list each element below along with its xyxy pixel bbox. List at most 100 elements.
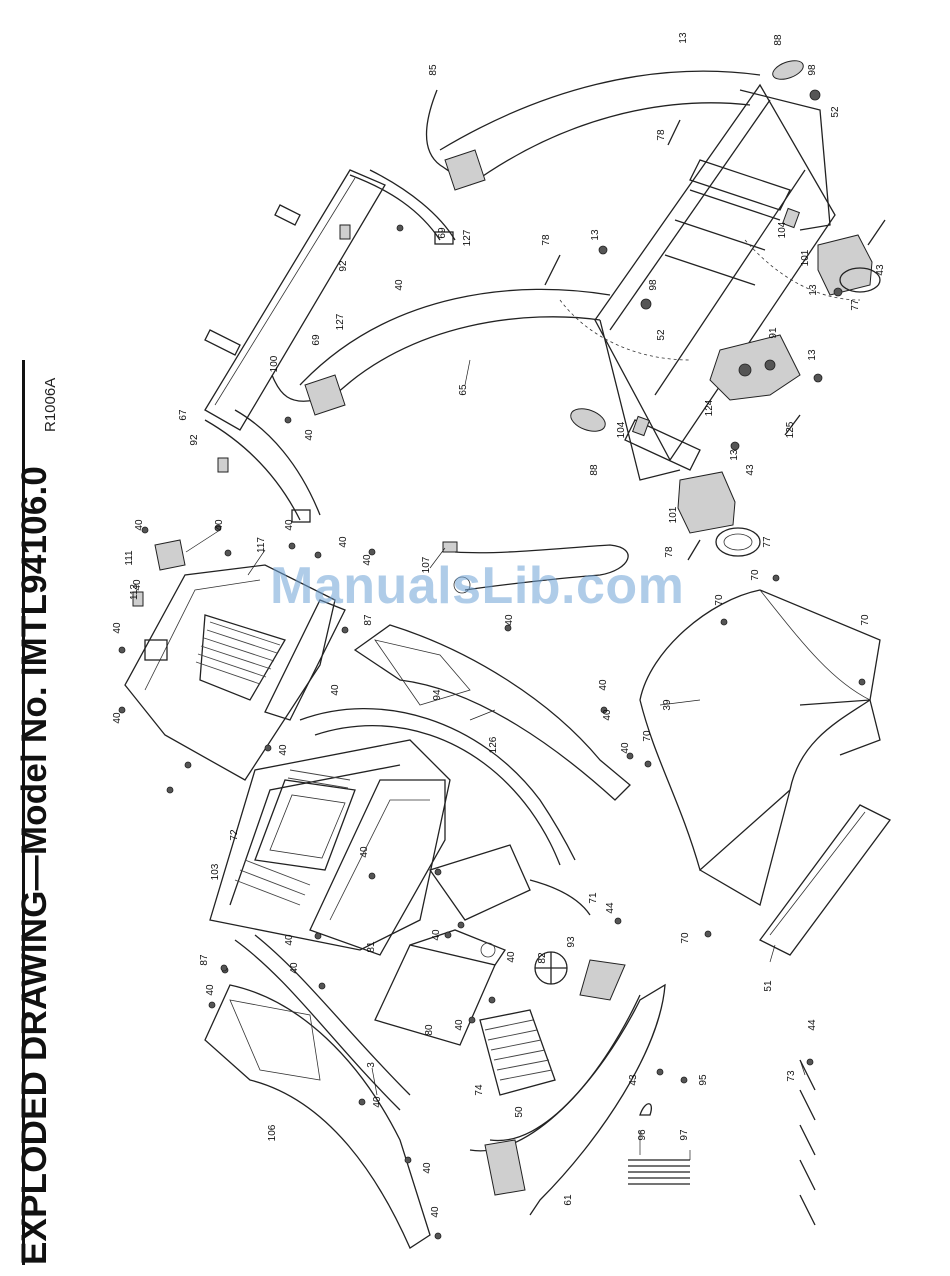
part-label-88: 88 bbox=[589, 464, 600, 476]
part-label-40: 40 bbox=[504, 614, 515, 626]
part-label-78: 78 bbox=[541, 234, 552, 246]
part-label-40: 40 bbox=[362, 554, 373, 566]
part-label-40: 40 bbox=[205, 984, 216, 996]
part-label-92: 92 bbox=[189, 434, 200, 446]
part-label-43: 43 bbox=[628, 1074, 639, 1086]
part-label-65: 65 bbox=[458, 384, 469, 396]
part-label-127: 127 bbox=[462, 229, 473, 246]
part-label-51: 51 bbox=[763, 980, 774, 992]
part-label-87: 87 bbox=[363, 614, 374, 626]
console-body bbox=[209, 708, 591, 1111]
part-label-111: 111 bbox=[124, 550, 135, 566]
title-rule bbox=[22, 360, 25, 1265]
part-label-69: 69 bbox=[311, 334, 322, 346]
part-label-43: 43 bbox=[745, 464, 756, 476]
part-label-88: 88 bbox=[773, 34, 784, 46]
part-label-98: 98 bbox=[807, 64, 818, 76]
part-label-70: 70 bbox=[750, 569, 761, 581]
part-label-67: 67 bbox=[178, 409, 189, 421]
part-label-73: 73 bbox=[786, 1070, 797, 1082]
part-label-113: 113 bbox=[129, 584, 140, 600]
part-label-44: 44 bbox=[807, 1019, 818, 1031]
part-label-61: 61 bbox=[563, 1194, 574, 1206]
fan-grille bbox=[484, 1019, 553, 1081]
part-label-50: 50 bbox=[514, 1106, 525, 1118]
console-speaker-dots bbox=[234, 769, 351, 906]
part-label-40: 40 bbox=[598, 679, 609, 691]
part-label-13: 13 bbox=[678, 32, 689, 44]
part-label-70: 70 bbox=[860, 614, 871, 626]
part-label-44: 44 bbox=[605, 902, 616, 914]
part-label-40: 40 bbox=[284, 519, 295, 531]
part-label-70: 70 bbox=[680, 932, 691, 944]
part-label-81: 81 bbox=[366, 941, 377, 953]
part-label-104: 104 bbox=[616, 421, 627, 438]
part-label-52: 52 bbox=[830, 106, 841, 118]
part-label-127: 127 bbox=[335, 313, 346, 330]
part-label-40: 40 bbox=[278, 744, 289, 756]
part-label-71: 71 bbox=[588, 892, 599, 904]
part-label-40: 40 bbox=[214, 519, 225, 531]
part-label-104: 104 bbox=[777, 221, 788, 238]
part-label-100: 100 bbox=[269, 355, 280, 372]
part-label-77: 77 bbox=[762, 536, 773, 548]
part-label-40: 40 bbox=[304, 429, 315, 441]
wheel-and-motor-parts bbox=[217, 60, 886, 561]
part-label-95: 95 bbox=[698, 1074, 709, 1086]
part-label-126: 126 bbox=[488, 736, 499, 753]
part-label-40: 40 bbox=[430, 1206, 441, 1218]
part-label-13: 13 bbox=[729, 449, 740, 461]
part-label-40: 40 bbox=[134, 519, 145, 531]
part-label-124: 124 bbox=[704, 399, 715, 416]
part-label-52: 52 bbox=[656, 329, 667, 341]
watermark: ManualsLib.com bbox=[270, 557, 685, 615]
frame-assembly bbox=[204, 70, 861, 523]
part-label-40: 40 bbox=[338, 536, 349, 548]
part-label-40: 40 bbox=[359, 846, 370, 858]
part-label-101: 101 bbox=[668, 506, 679, 523]
part-label-43: 43 bbox=[875, 264, 886, 276]
part-label-3: 3 bbox=[366, 1062, 377, 1068]
part-label-40: 40 bbox=[454, 1019, 465, 1031]
part-label-85: 85 bbox=[428, 64, 439, 76]
small-hardware bbox=[118, 224, 866, 1240]
part-label-82: 82 bbox=[537, 952, 548, 964]
part-label-40: 40 bbox=[620, 742, 631, 754]
part-label-117: 117 bbox=[256, 537, 267, 553]
part-label-77: 77 bbox=[850, 299, 861, 311]
part-label-70: 70 bbox=[642, 730, 653, 742]
part-label-93: 93 bbox=[566, 936, 577, 948]
part-label-91: 91 bbox=[768, 327, 779, 339]
part-label-74: 74 bbox=[474, 1084, 485, 1096]
part-label-39: 39 bbox=[662, 699, 673, 711]
part-label-80: 80 bbox=[424, 1024, 435, 1036]
part-label-40: 40 bbox=[284, 934, 295, 946]
part-label-13: 13 bbox=[808, 284, 819, 296]
part-label-106: 106 bbox=[267, 1124, 278, 1141]
part-label-92: 92 bbox=[338, 260, 349, 272]
part-label-107: 107 bbox=[421, 556, 432, 573]
part-label-69: 69 bbox=[437, 227, 448, 239]
part-label-40: 40 bbox=[112, 622, 123, 634]
part-label-40: 40 bbox=[602, 709, 613, 721]
part-label-40: 40 bbox=[506, 951, 517, 963]
part-label-40: 40 bbox=[289, 962, 300, 974]
part-label-40: 40 bbox=[112, 712, 123, 724]
part-label-40: 40 bbox=[330, 684, 341, 696]
part-label-72: 72 bbox=[229, 829, 240, 841]
upper-console-shroud bbox=[124, 539, 629, 781]
part-label-13: 13 bbox=[590, 229, 601, 241]
part-label-125: 125 bbox=[785, 421, 796, 438]
part-label-40: 40 bbox=[422, 1162, 433, 1174]
part-label-101: 101 bbox=[800, 249, 811, 266]
part-label-40: 40 bbox=[132, 579, 143, 591]
part-label-40: 40 bbox=[394, 279, 405, 291]
part-label-13: 13 bbox=[807, 349, 818, 361]
handrails-and-hoods bbox=[204, 624, 666, 1249]
part-label-103: 103 bbox=[210, 863, 221, 880]
part-label-96: 96 bbox=[637, 1129, 648, 1141]
hood-and-shrouds bbox=[639, 589, 891, 956]
part-label-40: 40 bbox=[372, 1096, 383, 1108]
part-label-94: 94 bbox=[432, 689, 443, 701]
